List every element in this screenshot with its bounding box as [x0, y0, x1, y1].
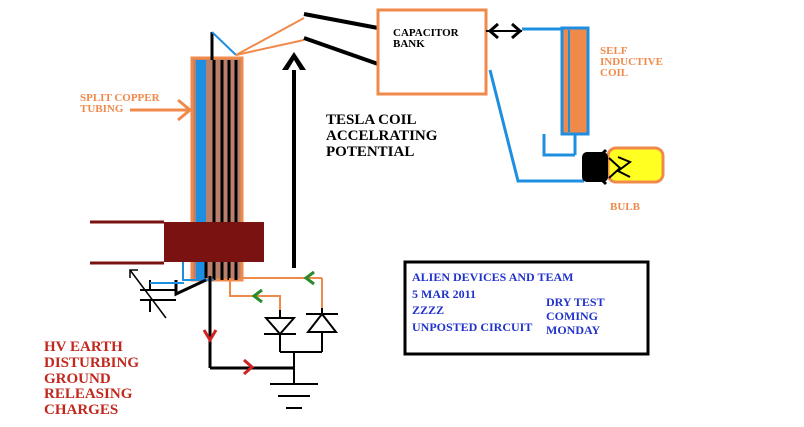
info-box-line-1: ALIEN DEVICES AND TEAM	[412, 270, 574, 284]
info-box-note: DRY TEST COMING MONDAY	[546, 295, 605, 337]
self-inductive-coil-label: SELF INDUCTIVE COIL	[600, 45, 663, 79]
split-copper-tubing-label: SPLIT COPPER TUBING	[80, 92, 160, 115]
accelerating-potential-arrow	[282, 52, 306, 268]
capacitor-bank-label: CAPACITOR BANK	[393, 27, 459, 50]
copper-tubing-pointer	[130, 98, 193, 122]
hv-earth-label: HV EARTH DISTURBING GROUND RELEASING CHA…	[44, 339, 140, 418]
base-block	[90, 220, 264, 265]
bulb-label: BULB	[610, 201, 640, 213]
bulb-icon	[582, 146, 665, 186]
green-arrows	[251, 270, 315, 304]
diode-left-icon	[263, 310, 297, 352]
capacitor-bank-box	[376, 8, 488, 96]
ground-icon	[270, 383, 318, 409]
capacitor-link-arrows	[486, 22, 563, 40]
info-box-line-3: ZZZZ	[412, 303, 445, 317]
coil-top-wires	[211, 12, 379, 66]
info-box-line-4: UNPOSTED CIRCUIT	[412, 320, 533, 334]
red-arrows	[202, 329, 255, 376]
info-box-line-2: 5 MAR 2011	[412, 287, 476, 301]
diode-right-icon	[305, 308, 339, 352]
self-inductive-coil	[488, 26, 590, 183]
info-box	[403, 260, 650, 356]
tesla-coil-label: TESLA COIL ACCELRATING POTENTIAL	[326, 112, 438, 160]
variable-capacitor-icon	[129, 269, 184, 319]
